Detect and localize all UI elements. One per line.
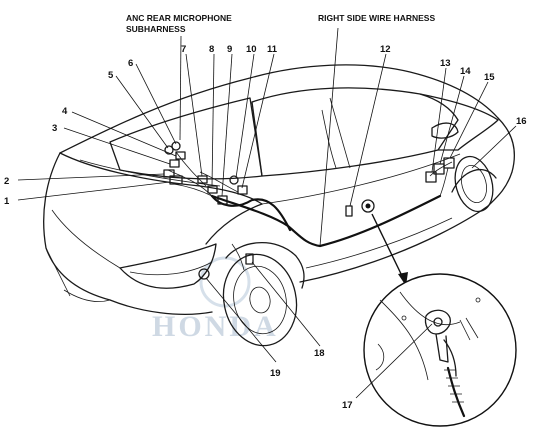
connector-9 bbox=[217, 195, 228, 205]
callout-6: 6 bbox=[128, 58, 133, 69]
connector-14 bbox=[433, 163, 445, 175]
detail-inset-circle bbox=[363, 273, 517, 427]
grommet-19 bbox=[198, 268, 210, 280]
callout-18: 18 bbox=[314, 348, 325, 359]
connectors bbox=[163, 141, 455, 280]
connector-4 bbox=[175, 151, 186, 160]
callout-3: 3 bbox=[52, 123, 57, 134]
callout-1: 1 bbox=[4, 196, 10, 207]
rear-wheel bbox=[222, 253, 298, 347]
detail-inset bbox=[363, 273, 517, 427]
callout-17: 17 bbox=[342, 400, 353, 411]
connector-15 bbox=[443, 157, 455, 169]
callout-2: 2 bbox=[4, 176, 9, 187]
callout-12: 12 bbox=[380, 44, 391, 55]
car-body bbox=[43, 64, 515, 316]
watermark-text: HONDA bbox=[152, 310, 279, 343]
connector-2 bbox=[163, 169, 175, 178]
anc-subharness-title-line2: SUBHARNESS bbox=[126, 24, 186, 34]
anc-subharness-title-line1: ANC REAR MICROPHONE bbox=[126, 13, 232, 23]
ground-point-center bbox=[365, 203, 371, 209]
detail-arrow-line bbox=[371, 213, 405, 281]
connector-1 bbox=[169, 175, 183, 185]
connector-12 bbox=[345, 205, 353, 217]
front-wheel bbox=[454, 155, 494, 213]
connector-8 bbox=[207, 185, 218, 194]
connector-7 bbox=[197, 175, 208, 184]
leader-lines bbox=[17, 27, 517, 399]
connector-18 bbox=[245, 253, 254, 265]
callout-19: 19 bbox=[270, 368, 281, 379]
grommet-10 bbox=[229, 175, 239, 185]
callout-5: 5 bbox=[108, 70, 114, 81]
watermark: HONDA bbox=[152, 256, 279, 343]
callout-16: 16 bbox=[516, 116, 527, 127]
ground-point bbox=[361, 199, 375, 213]
callout-8: 8 bbox=[209, 44, 214, 55]
connector-13 bbox=[425, 171, 437, 183]
right-side-harness-title: RIGHT SIDE WIRE HARNESS bbox=[318, 13, 435, 23]
callout-13: 13 bbox=[440, 58, 451, 69]
wire-harness bbox=[129, 151, 453, 276]
callout-7: 7 bbox=[181, 44, 186, 55]
connector-3 bbox=[169, 159, 180, 168]
callout-14: 14 bbox=[460, 66, 471, 77]
microphone-5 bbox=[164, 145, 174, 155]
callout-15: 15 bbox=[484, 72, 495, 83]
callout-10: 10 bbox=[246, 44, 257, 55]
callout-4: 4 bbox=[62, 106, 68, 117]
microphone-6 bbox=[171, 141, 181, 151]
callout-labels: ANC REAR MICROPHONE SUBHARNESS RIGHT SID… bbox=[4, 13, 527, 411]
callout-9: 9 bbox=[227, 44, 232, 55]
callout-11: 11 bbox=[267, 44, 278, 55]
